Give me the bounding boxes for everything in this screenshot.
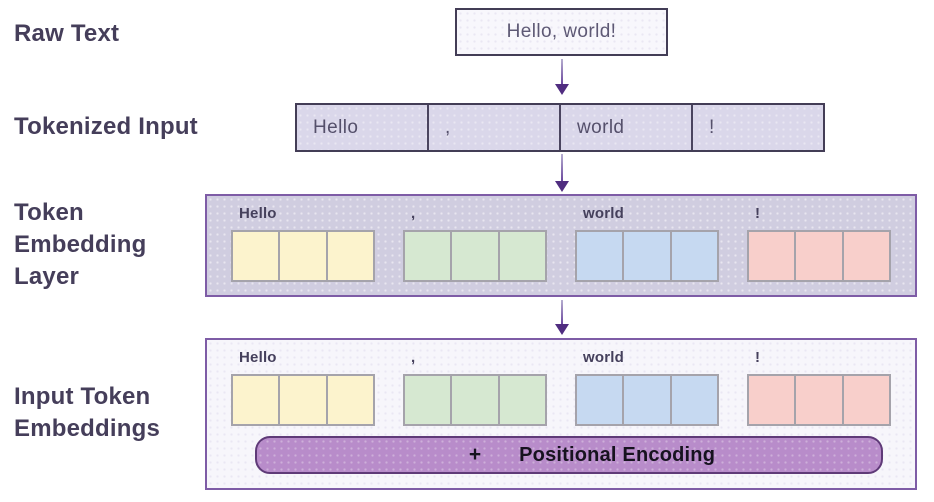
- embedding-group-label: ,: [411, 205, 416, 222]
- embedding-group-comma: ,: [403, 205, 547, 282]
- plus-icon: +: [468, 443, 482, 466]
- embedding-vector: [747, 374, 891, 426]
- embedding-cell: [794, 232, 842, 280]
- embedding-group-exclaim: !: [747, 205, 891, 282]
- embedding-cell: [405, 376, 451, 424]
- embedding-cell: [749, 232, 795, 280]
- token-embedding-layer-panel: Hello , world: [205, 194, 917, 297]
- embedding-vector: [231, 374, 375, 426]
- embedding-vector: [231, 230, 375, 282]
- embedding-cell: [278, 232, 326, 280]
- positional-encoding-label: Positional Encoding: [519, 443, 716, 466]
- raw-text-box: Hello, world!: [455, 8, 668, 56]
- embedding-group-label: !: [755, 349, 761, 366]
- raw-text-value: Hello, world!: [506, 21, 617, 42]
- embedding-cell: [278, 376, 326, 424]
- embedding-cell: [577, 232, 623, 280]
- arrow-stem: [560, 300, 564, 324]
- embedding-cell: [669, 376, 717, 424]
- stage-label-raw-text: Raw Text: [14, 20, 120, 47]
- embedding-cell: [497, 376, 545, 424]
- arrow-stem: [560, 59, 564, 84]
- embedding-cell: [669, 232, 717, 280]
- embedding-group-exclaim: !: [747, 349, 891, 426]
- embedding-group-comma: ,: [403, 349, 547, 426]
- embedding-cell: [749, 376, 795, 424]
- embedding-group-label: Hello: [239, 349, 277, 366]
- arrow-head: [555, 324, 569, 335]
- embedding-group-hello: Hello: [231, 349, 375, 426]
- arrow-head: [555, 84, 569, 95]
- tokenized-input-row: Hello , world !: [295, 103, 825, 152]
- embedding-cell: [841, 376, 889, 424]
- embedding-vector: [403, 230, 547, 282]
- embedding-group-label: world: [583, 205, 624, 222]
- embedding-group-world: world: [575, 349, 719, 426]
- embedding-cell: [325, 376, 373, 424]
- embedding-vector: [575, 374, 719, 426]
- arrow-stem: [560, 154, 564, 181]
- embedding-group-label: !: [755, 205, 761, 222]
- embedding-cell: [497, 232, 545, 280]
- embedding-vector: [747, 230, 891, 282]
- embedding-cell: [841, 232, 889, 280]
- embedding-cell: [450, 232, 498, 280]
- positional-encoding-bar: + Positional Encoding: [255, 436, 883, 474]
- embedding-cell: [405, 232, 451, 280]
- embedding-group-hello: Hello: [231, 205, 375, 282]
- embedding-vector: [575, 230, 719, 282]
- embedding-cell: [577, 376, 623, 424]
- stage-label-input-token-embeddings: Input Token Embeddings: [14, 383, 161, 442]
- arrow-down-icon: [555, 154, 569, 192]
- embedding-cell: [325, 232, 373, 280]
- embedding-group-label: world: [583, 349, 624, 366]
- embedding-cell: [233, 232, 279, 280]
- token-cell-world: world: [559, 105, 691, 150]
- embedding-cell: [622, 376, 670, 424]
- arrow-head: [555, 181, 569, 192]
- token-cell-hello: Hello: [313, 116, 359, 138]
- embedding-cell: [450, 376, 498, 424]
- input-token-embeddings-panel: Hello , world: [205, 338, 917, 490]
- arrow-down-icon: [555, 300, 569, 335]
- embedding-cell: [794, 376, 842, 424]
- token-cell-exclaim: !: [691, 105, 823, 150]
- embedding-cell: [233, 376, 279, 424]
- token-cell-comma: ,: [427, 105, 559, 150]
- embedding-group-strip: Hello , world: [207, 196, 915, 282]
- embedding-vector: [403, 374, 547, 426]
- embedding-group-world: world: [575, 205, 719, 282]
- arrow-down-icon: [555, 59, 569, 95]
- embedding-group-label: ,: [411, 349, 416, 366]
- stage-label-tokenized-input: Tokenized Input: [14, 113, 198, 140]
- embedding-group-strip: Hello , world: [207, 340, 915, 426]
- embedding-cell: [622, 232, 670, 280]
- embedding-group-label: Hello: [239, 205, 277, 222]
- stage-label-token-embedding-layer: Token Embedding Layer: [14, 199, 147, 290]
